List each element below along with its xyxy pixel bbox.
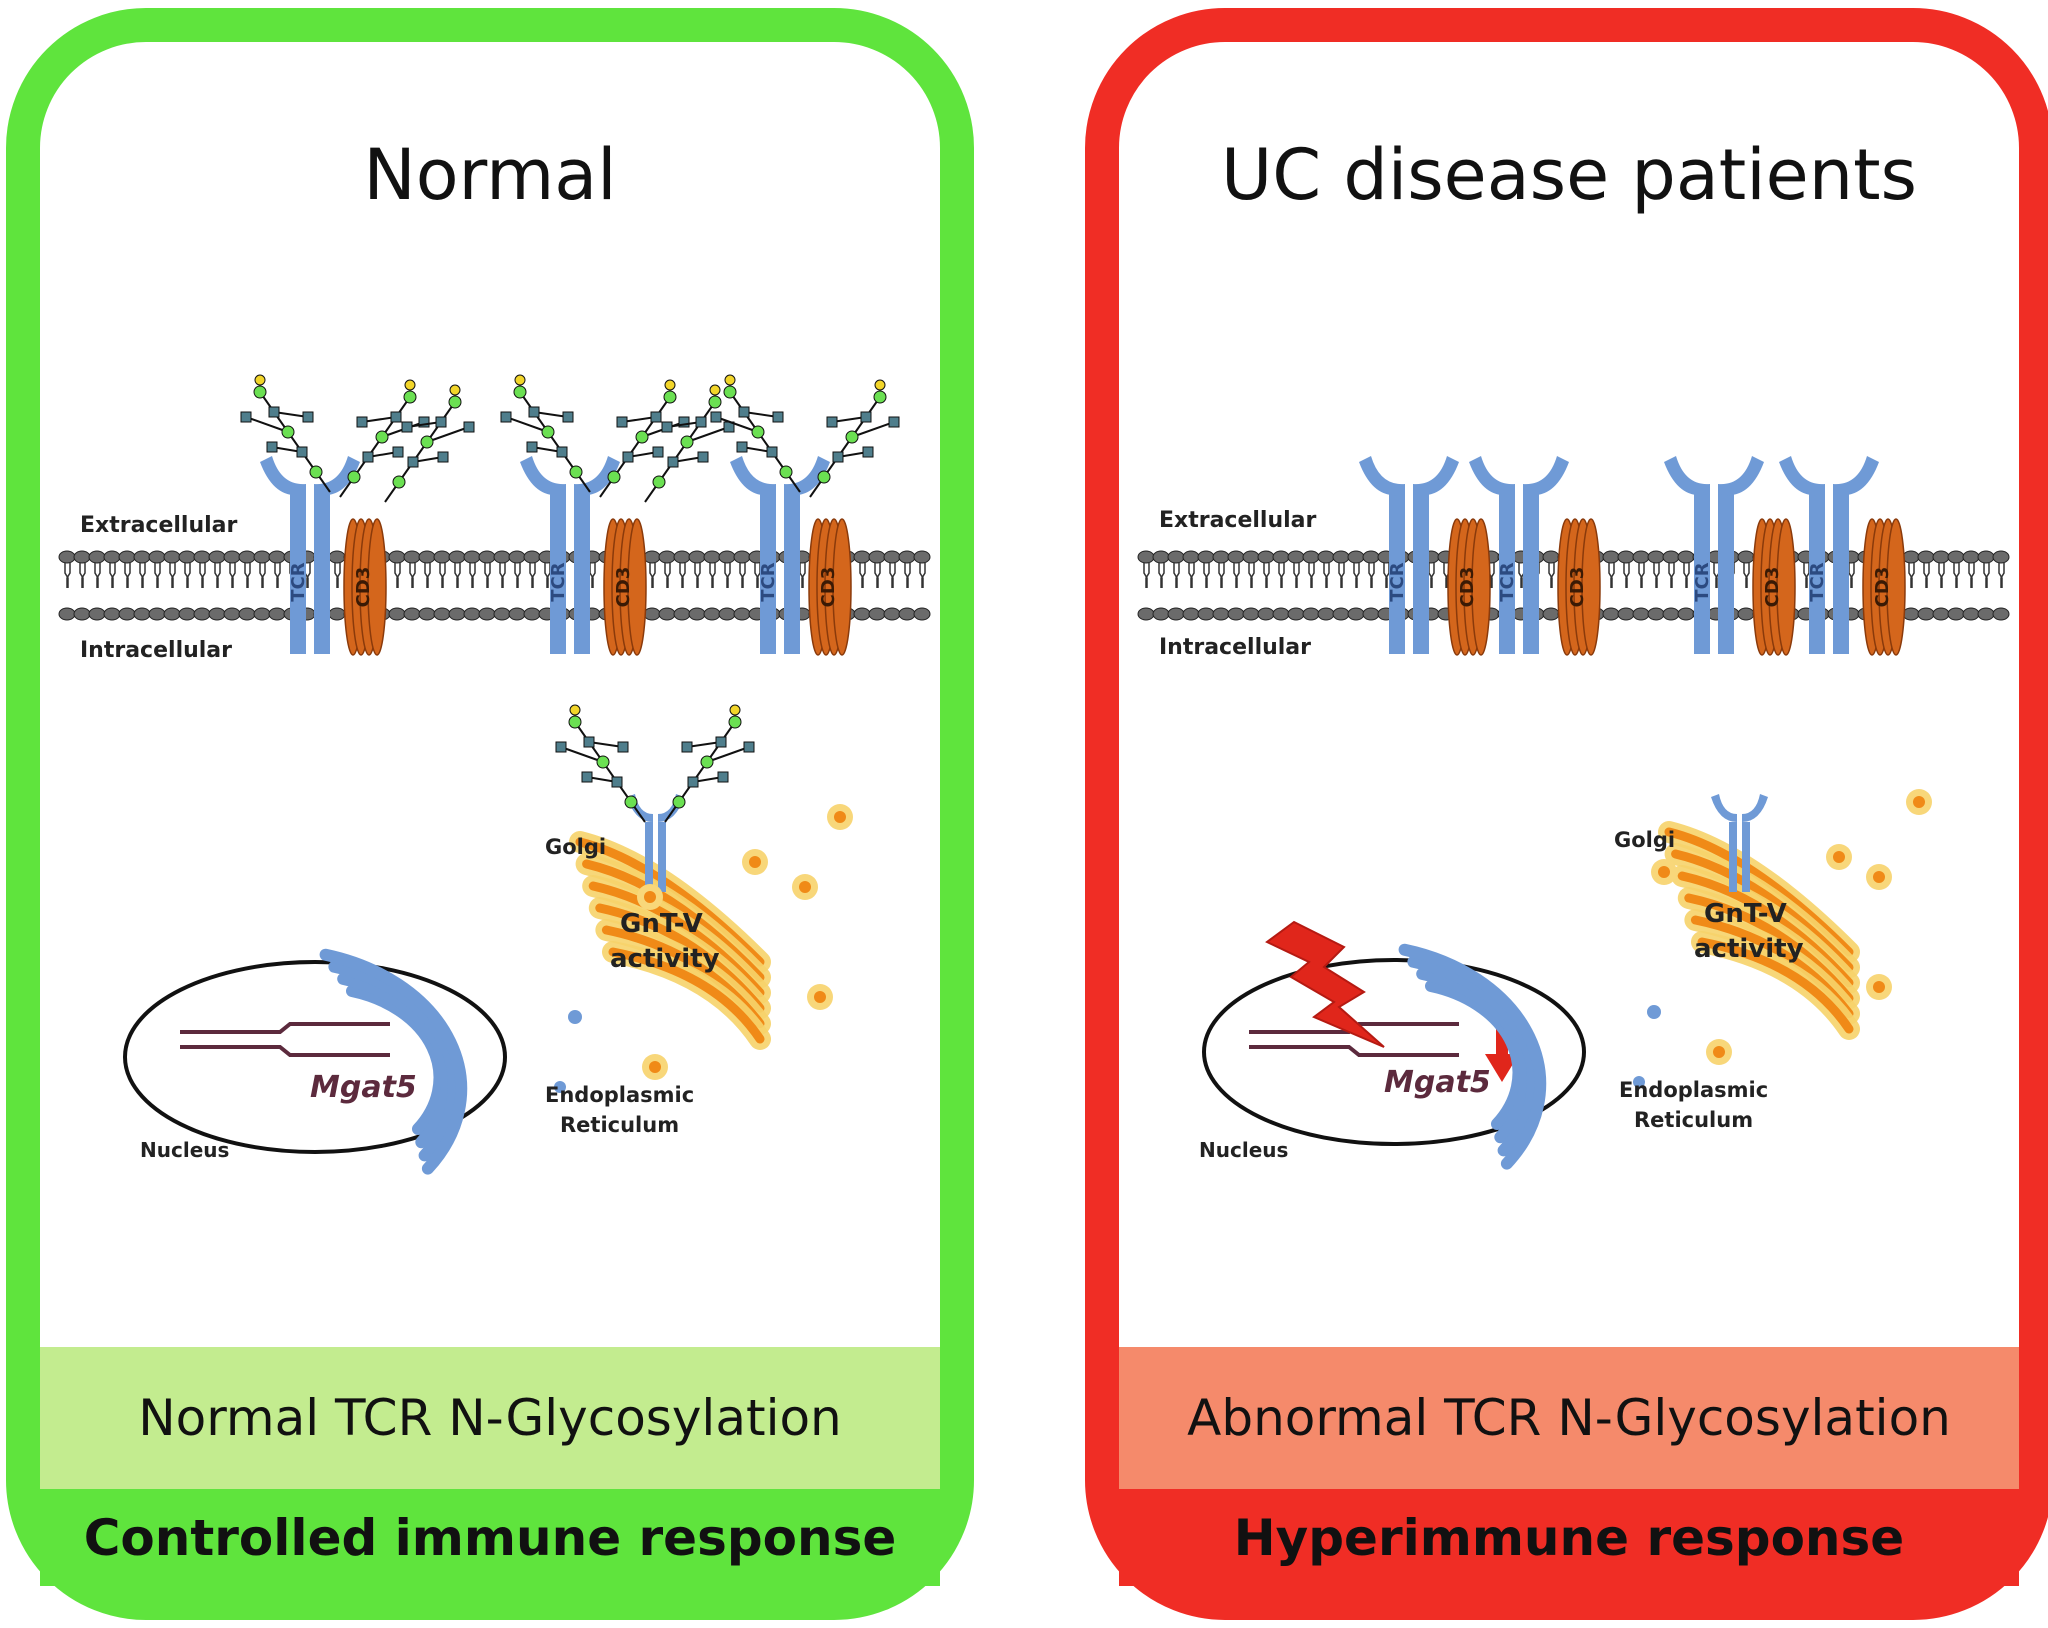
er-label-line1: Endoplasmic bbox=[545, 1083, 694, 1107]
tcr-label: TCR bbox=[1692, 562, 1713, 601]
cd3-complex: CD3 bbox=[1862, 518, 1906, 656]
cd3-complex: CD3 bbox=[1447, 518, 1491, 656]
normal-cell-diagram: TCR CD3 TCR CD3 TCR CD3 Extracellular Intrace… bbox=[58, 374, 931, 1175]
glycan-chain bbox=[644, 384, 735, 503]
cd3-complex: CD3 bbox=[603, 518, 647, 656]
golgi-glycan-receptor bbox=[555, 704, 755, 892]
glycan-chain bbox=[339, 379, 430, 498]
extracellular-label: Extracellular bbox=[80, 513, 238, 538]
extracellular-label: Extracellular bbox=[1159, 508, 1317, 533]
mgat5-gene-strand bbox=[180, 1022, 390, 1057]
immune-response-label: Controlled immune response bbox=[40, 1489, 940, 1586]
cd3-complex: CD3 bbox=[1752, 518, 1796, 656]
uc-cell-diagram: TCR CD3 TCR CD3 TCR CD3 TCR CD3 Extracellular I… bbox=[1137, 456, 2010, 1170]
golgi-label: Golgi bbox=[1614, 828, 1675, 852]
tcr-receptor: TCR bbox=[1779, 456, 1879, 654]
tcr-label: TCR bbox=[1807, 562, 1828, 601]
cd3-label: CD3 bbox=[353, 567, 374, 608]
glycan-chain bbox=[240, 374, 331, 493]
tcr-label: TCR bbox=[288, 562, 309, 601]
cd3-complex: CD3 bbox=[343, 518, 387, 656]
er-label-line2: Reticulum bbox=[1634, 1108, 1753, 1132]
glycan-chain bbox=[555, 704, 646, 823]
golgi-apparatus bbox=[569, 831, 771, 1050]
lightning-bolt-icon bbox=[1265, 920, 1385, 1048]
glycan-chain bbox=[710, 374, 801, 493]
tcr-receptor: TCR bbox=[260, 456, 360, 654]
cd3-label: CD3 bbox=[818, 567, 839, 608]
golgi-label: Golgi bbox=[545, 835, 606, 859]
tcr-label: TCR bbox=[1387, 562, 1408, 601]
endoplasmic-reticulum bbox=[1398, 943, 1661, 1170]
cd3-complex: CD3 bbox=[808, 518, 852, 656]
er-label-line2: Reticulum bbox=[560, 1113, 679, 1137]
tcr-receptor: TCR bbox=[1664, 456, 1764, 654]
cd3-label: CD3 bbox=[1762, 567, 1783, 608]
cd3-label: CD3 bbox=[1567, 567, 1588, 608]
glycan-chain bbox=[384, 384, 475, 503]
tcr-label: TCR bbox=[758, 562, 779, 601]
glycan-chain bbox=[809, 379, 900, 498]
tcr-label: TCR bbox=[548, 562, 569, 601]
tcr-receptor: TCR bbox=[1359, 456, 1459, 654]
mgat5-label: Mgat5 bbox=[1384, 1065, 1491, 1100]
gntv-activity-label: activity bbox=[1694, 934, 1804, 964]
intracellular-label: Intracellular bbox=[1159, 635, 1311, 660]
cd3-label: CD3 bbox=[1457, 567, 1478, 608]
nucleus-label: Nucleus bbox=[1199, 1138, 1288, 1162]
vesicles bbox=[1651, 789, 1932, 1065]
immune-response-label: Hyperimmune response bbox=[1119, 1489, 2019, 1586]
gntv-label: GnT-V bbox=[620, 909, 703, 939]
receptor-group: TCR CD3 TCR CD3 TCR CD3 bbox=[240, 374, 900, 656]
endoplasmic-reticulum bbox=[319, 948, 582, 1175]
gntv-activity-label: activity bbox=[610, 944, 720, 974]
golgi-receptor bbox=[1711, 794, 1768, 892]
vesicles bbox=[637, 804, 853, 1080]
tcr-receptor: TCR bbox=[1469, 456, 1569, 654]
er-label-line1: Endoplasmic bbox=[1619, 1078, 1768, 1102]
glycosylation-status-band: Normal TCR N-Glycosylation bbox=[40, 1347, 940, 1489]
receptor-group: TCR CD3 TCR CD3 TCR CD3 TCR CD3 bbox=[1359, 456, 1906, 656]
glycosylation-status-band: Abnormal TCR N-Glycosylation bbox=[1119, 1347, 2019, 1489]
tcr-label: TCR bbox=[1497, 562, 1518, 601]
glycan-chain bbox=[664, 704, 755, 823]
nucleus-label: Nucleus bbox=[140, 1138, 229, 1162]
intracellular-label: Intracellular bbox=[80, 638, 232, 663]
normal-panel: Normal TCR CD3 TCR CD3 TCR CD3 Extracellular … bbox=[6, 8, 974, 1620]
cd3-label: CD3 bbox=[1872, 567, 1893, 608]
cd3-label: CD3 bbox=[613, 567, 634, 608]
cd3-complex: CD3 bbox=[1557, 518, 1601, 656]
gntv-label: GnT-V bbox=[1704, 899, 1787, 929]
panel-title-normal: Normal bbox=[363, 134, 617, 216]
glycan-chain bbox=[500, 374, 591, 493]
glycan-chain bbox=[599, 379, 690, 498]
golgi-apparatus bbox=[1658, 821, 1860, 1040]
panel-title-uc: UC disease patients bbox=[1220, 134, 1918, 216]
mgat5-label: Mgat5 bbox=[310, 1070, 417, 1105]
